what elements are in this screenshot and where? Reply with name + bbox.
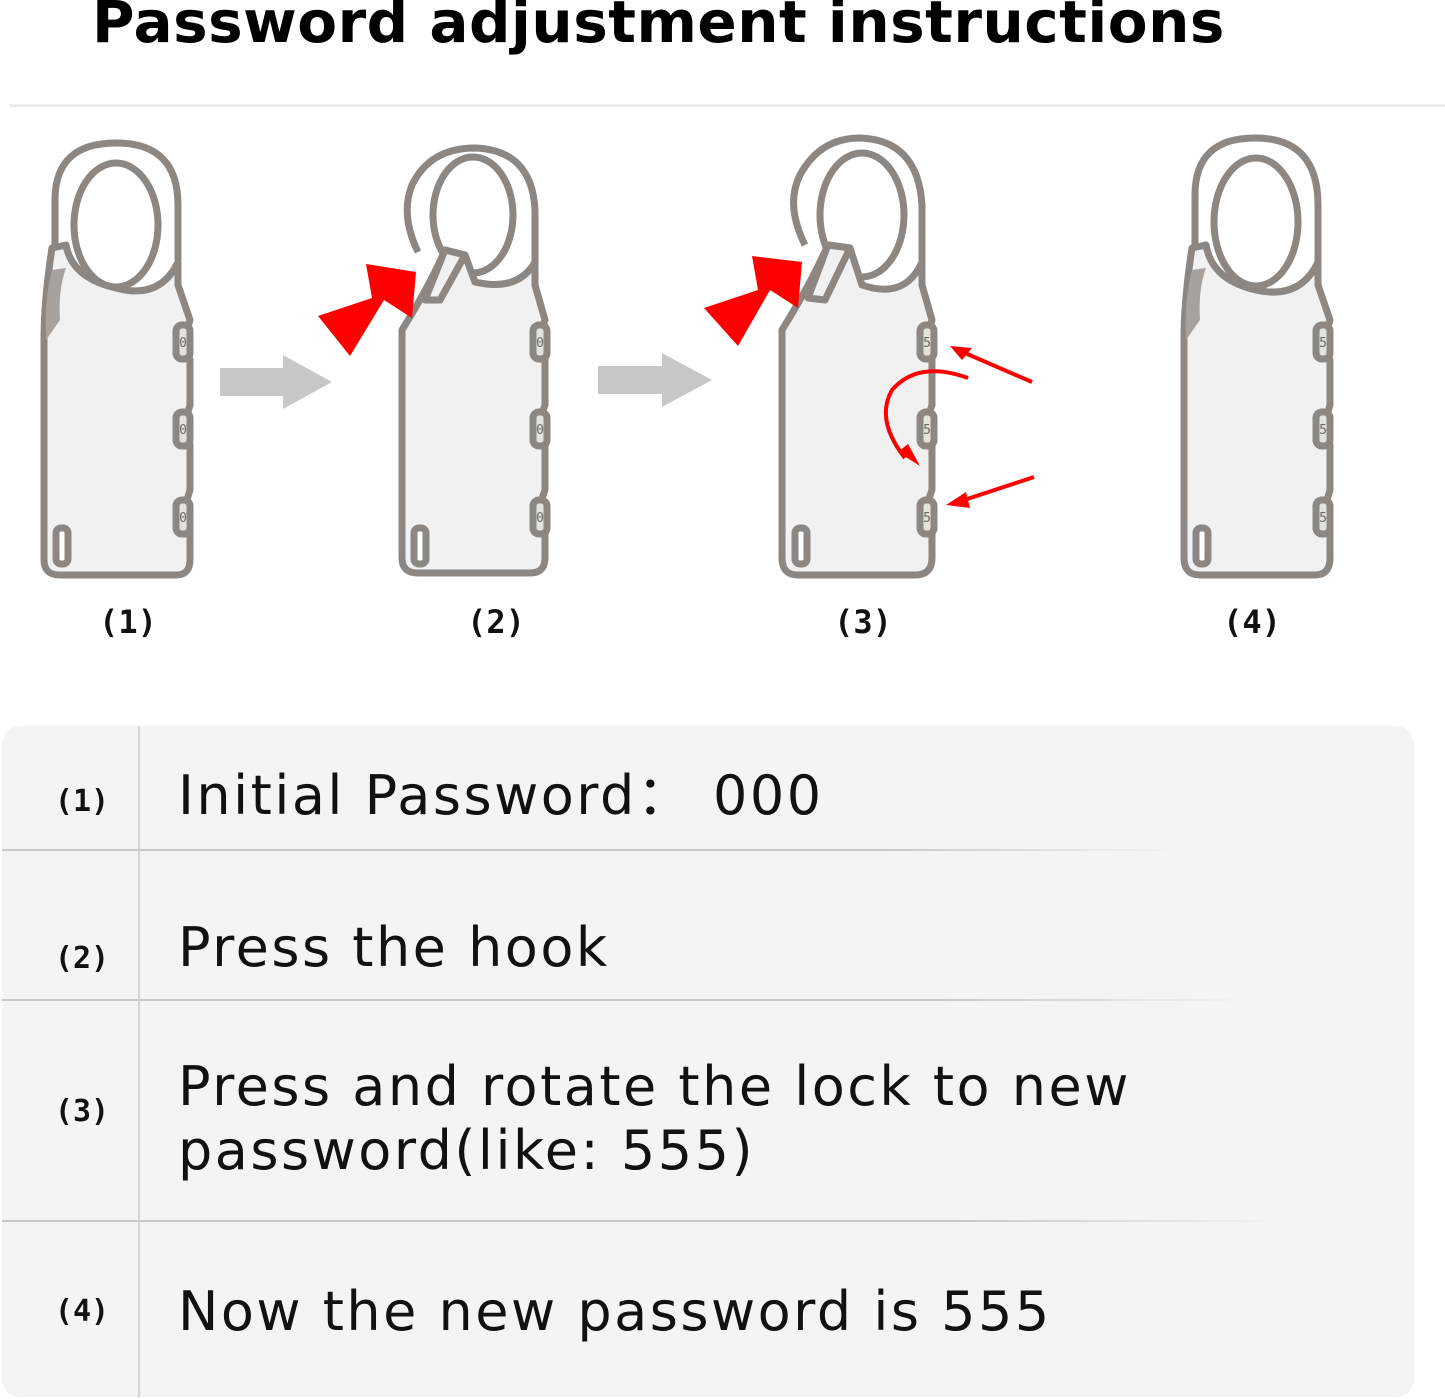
step-label-2: (2) [467, 603, 525, 641]
lock-2-shackle [403, 144, 539, 262]
step-text-4: Now the new password is 555 [178, 1280, 1052, 1343]
step-label-1: (1) [99, 603, 157, 641]
lock-4-shackle-inner [1210, 154, 1302, 290]
instruction-illustration: 0 0 0 0 0 0 5 5 5 [40, 134, 1334, 579]
step-label-3: (3) [834, 603, 892, 641]
lock-1-shackle-inner [70, 159, 162, 291]
step-text-3-line-1: Press and rotate the lock to new [178, 1055, 1131, 1118]
lock-2-hook-lever [421, 246, 469, 304]
lock-2-dial-1 [529, 321, 551, 363]
step-number-4: (4) [54, 1294, 110, 1329]
lock-3-illustration [778, 134, 938, 579]
table-column-divider [138, 726, 140, 1397]
pointer-arrowhead-top-icon [950, 346, 972, 360]
next-step-arrow-2 [598, 353, 712, 407]
lock-2-illustration [398, 144, 551, 577]
lock-4-dial-1 [1312, 321, 1334, 363]
rotate-indicator-icon [883, 348, 1035, 505]
step-number-2: (2) [54, 941, 110, 976]
press-arrow-red-3 [704, 256, 802, 346]
lock-3-slot [791, 524, 811, 568]
pointer-arrowhead-bottom-icon [946, 492, 970, 508]
page-title: Password adjustment instructions [92, 0, 1225, 56]
title-divider [10, 104, 1445, 107]
lock-2-digit-1: 0 [536, 336, 544, 351]
lock-4-digit-2: 5 [1319, 423, 1327, 438]
lock-3-dial-3 [916, 496, 938, 538]
lock-3-shackle [790, 134, 926, 262]
lock-2-dial-2 [529, 408, 551, 450]
lock-3-digit-3: 5 [923, 511, 931, 526]
lock-3-digit-2: 5 [923, 423, 931, 438]
lock-2-slot [410, 524, 430, 568]
step-label-4: (4) [1223, 603, 1281, 641]
lock-2-digit-2: 0 [536, 423, 544, 438]
lock-1-body [40, 241, 194, 579]
step-text-1: Initial Password： 000 [178, 764, 824, 827]
next-step-arrow-1 [220, 355, 332, 409]
lock-1-dial-3 [172, 496, 194, 538]
lock-4-digit-1: 5 [1319, 336, 1327, 351]
lock-1-digit-2: 0 [179, 423, 187, 438]
step-text-3-line-2: password(like: 555) [178, 1119, 756, 1182]
lock-1-side-shade [45, 268, 66, 340]
table-row-divider [2, 1220, 1282, 1222]
lock-4-slot [1192, 524, 1212, 568]
rotate-arrowhead-icon [898, 444, 920, 466]
lock-3-digit-1: 5 [923, 336, 931, 351]
step-number-3: (3) [54, 1094, 110, 1129]
lock-1-digit-1: 0 [179, 336, 187, 351]
lock-1-dial-2 [172, 408, 194, 450]
lock-1-digit-3: 0 [179, 511, 187, 526]
lock-4-illustration [1180, 134, 1334, 579]
lock-1-illustration [40, 139, 194, 579]
lock-3-dial-2 [916, 408, 938, 450]
table-row-divider [2, 849, 1182, 851]
lock-1-slot [52, 524, 72, 568]
press-arrow-red-2 [318, 264, 416, 356]
lock-2-digit-3: 0 [536, 511, 544, 526]
step-text-2: Press the hook [178, 916, 610, 979]
lock-4-body [1180, 241, 1334, 579]
lock-4-dial-3 [1312, 496, 1334, 538]
lock-1-shackle [51, 139, 182, 260]
lock-2-dial-3 [529, 496, 551, 538]
lock-4-dial-2 [1312, 408, 1334, 450]
lock-3-hook-lever [804, 241, 854, 304]
lock-4-digit-3: 5 [1319, 511, 1327, 526]
lock-1-dial-1 [172, 321, 194, 363]
step-number-1: (1) [54, 784, 110, 819]
instructions-table: (1) Initial Password： 000 (2) Press the … [2, 726, 1414, 1397]
lock-3-dial-1 [916, 321, 938, 363]
table-row-divider [2, 999, 1252, 1001]
lock-4-shackle [1191, 134, 1322, 262]
lock-4-side-shade [1185, 268, 1206, 340]
